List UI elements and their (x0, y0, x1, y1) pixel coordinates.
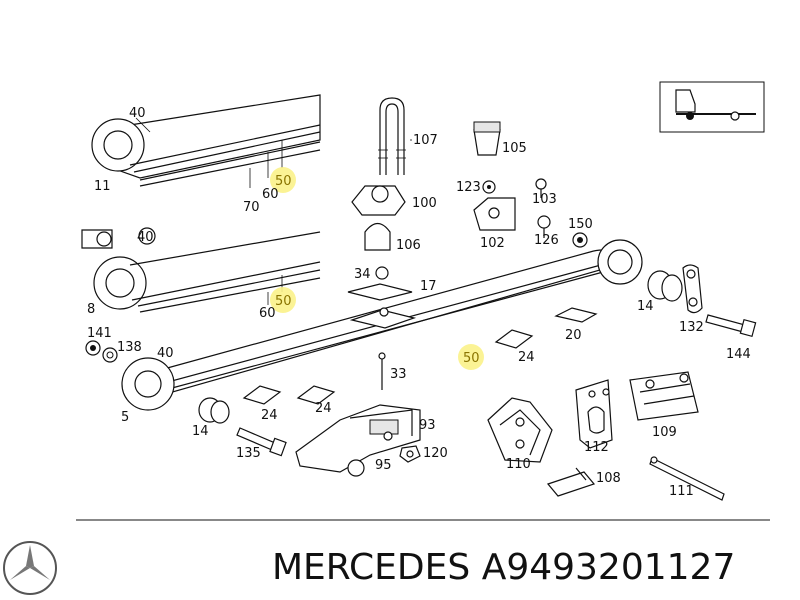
bracket-110 (487, 397, 553, 463)
bushing-14-left (198, 397, 230, 424)
bracket-93 (295, 404, 421, 477)
callout-17: 17 (420, 279, 437, 294)
callout-110: 110 (506, 457, 531, 472)
pad-20 (554, 307, 598, 323)
callout-132: 132 (679, 320, 704, 335)
bracket-112 (575, 379, 613, 449)
callout-141: 141 (87, 326, 112, 341)
pad-24-b (296, 385, 336, 405)
callout-111: 111 (669, 484, 694, 499)
brand-name: MERCEDES (272, 547, 471, 588)
callout-95: 95 (375, 458, 392, 473)
callout-123: 123 (456, 180, 481, 195)
nut-120 (399, 445, 421, 463)
callout-11: 11 (94, 179, 111, 194)
bolt-103 (535, 178, 547, 198)
callout-103: 103 (532, 192, 557, 207)
callout-106: 106 (396, 238, 421, 253)
callout-34: 34 (354, 267, 371, 282)
part-number: A9493201127 (481, 547, 736, 588)
callout-107: 107 (413, 133, 438, 148)
callout-24: 24 (315, 401, 332, 416)
u-bolt-107 (378, 97, 412, 175)
part-caption: MERCEDES A9493201127 (272, 547, 735, 588)
spring-eye-top (91, 94, 321, 188)
callout-60: 60 (262, 187, 279, 202)
bump-stop-100 (351, 185, 406, 216)
callout-20: 20 (565, 328, 582, 343)
mercedes-star-logo (3, 541, 57, 595)
callout-105: 105 (502, 141, 527, 156)
callout-144: 144 (726, 347, 751, 362)
callout-100: 100 (412, 196, 437, 211)
shackle-132 (682, 264, 703, 314)
callout-24: 24 (518, 350, 535, 365)
nut-150 (572, 232, 588, 248)
bushing-14-right (647, 270, 683, 302)
callout-120: 120 (423, 446, 448, 461)
callout-8: 8 (87, 302, 95, 317)
highlight-marker (458, 344, 484, 370)
callout-138: 138 (117, 340, 142, 355)
nut-141 (85, 340, 101, 356)
pad-24-c (494, 329, 534, 349)
spring-eye-middle (81, 227, 321, 313)
bolt-126 (537, 215, 551, 238)
callout-135: 135 (236, 446, 261, 461)
callout-40: 40 (157, 346, 174, 361)
callout-40: 40 (129, 106, 146, 121)
callout-70: 70 (243, 200, 260, 215)
washer-138 (102, 347, 118, 363)
callout-112: 112 (584, 440, 609, 455)
callout-126: 126 (534, 233, 559, 248)
pad-34-17 (347, 266, 417, 329)
callout-102: 102 (480, 236, 505, 251)
bolt-33 (378, 352, 386, 390)
callout-108: 108 (596, 471, 621, 486)
strap-111 (649, 456, 725, 501)
callout-5: 5 (121, 410, 129, 425)
bracket-108 (546, 467, 596, 497)
rubber-buffer-105 (473, 121, 501, 156)
callout-14: 14 (192, 424, 209, 439)
callout-50: 50 (463, 351, 480, 366)
callout-14: 14 (637, 299, 654, 314)
callout-50: 50 (275, 294, 292, 309)
highlight-marker (270, 167, 296, 193)
callout-33: 33 (390, 367, 407, 382)
bracket-109 (629, 371, 699, 421)
callout-50: 50 (275, 174, 292, 189)
callout-24: 24 (261, 408, 278, 423)
callout-60: 60 (259, 306, 276, 321)
callout-93: 93 (419, 418, 436, 433)
truck-chassis-icon (659, 81, 765, 133)
bracket-102 (473, 197, 516, 231)
pad-24-a (242, 385, 282, 405)
bolt-144 (705, 314, 757, 338)
callout-109: 109 (652, 425, 677, 440)
bolt-135 (236, 427, 287, 457)
rubber-buffer-106 (364, 222, 391, 251)
callout-40: 40 (137, 230, 154, 245)
washer-123 (482, 180, 496, 194)
callout-150: 150 (568, 217, 593, 232)
highlight-marker (270, 287, 296, 313)
